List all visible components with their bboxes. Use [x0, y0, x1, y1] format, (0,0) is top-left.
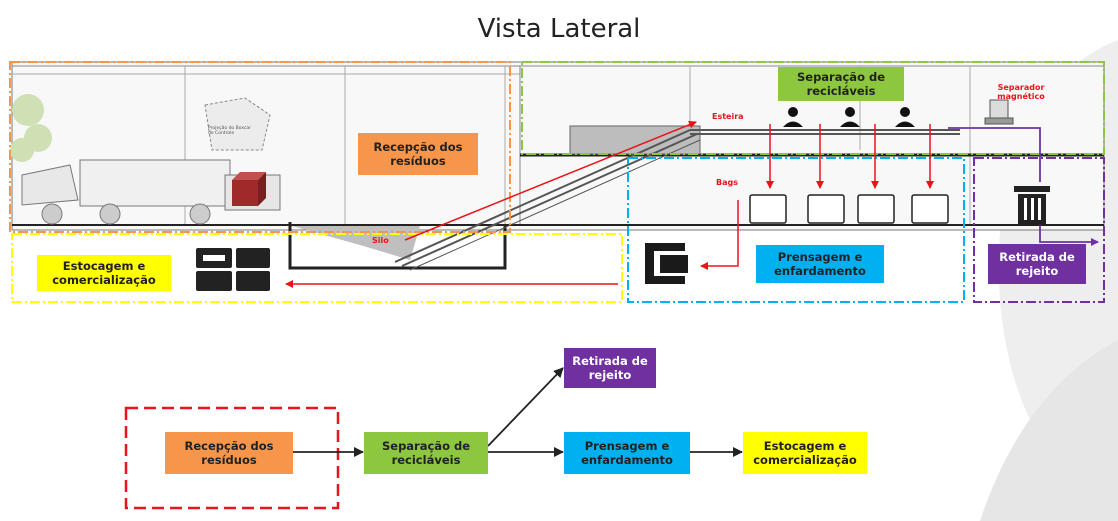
separador-label: Separador magnético	[997, 83, 1045, 101]
bags-label: Bags	[716, 178, 738, 187]
recepcao-label: Recepção dos resíduos	[358, 133, 478, 175]
flow-separacao-box: Separação de recicláveis	[364, 432, 488, 474]
prensagem-label: Prensagem e enfardamento	[756, 245, 884, 283]
esteira-label: Esteira	[712, 112, 744, 121]
red-flow-arrows	[285, 120, 934, 288]
workers	[783, 107, 915, 127]
page-title: Vista Lateral	[477, 14, 641, 44]
estocagem-label: Estocagem e comercialização	[37, 255, 171, 291]
separacao-label: Separação de recicláveis	[778, 67, 904, 101]
bale-stack	[196, 248, 270, 291]
zone-estocagem	[11, 233, 623, 303]
zone-recepcao	[9, 61, 511, 233]
bags	[749, 194, 949, 224]
recepcao-highlight-box	[124, 406, 340, 510]
zone-separacao	[521, 61, 1105, 155]
purple-reject-path	[948, 127, 1099, 246]
press-machine	[645, 243, 688, 284]
flow-arrows	[293, 367, 743, 457]
conveyor	[394, 129, 960, 271]
zone-prensagem	[627, 157, 965, 303]
silo-label: Silo	[372, 236, 389, 245]
flow-prensagem-box: Prensagem e enfardamento	[564, 432, 690, 474]
control-booth	[204, 97, 271, 151]
zone-retirada	[973, 157, 1105, 303]
background-swoosh-2	[980, 340, 1118, 521]
flow-recepcao-box: Recepção dos resíduos	[165, 432, 293, 474]
flow-estocagem-box: Estocagem e comercialização	[743, 432, 867, 474]
magnetic-separator	[984, 99, 1014, 125]
flow-retirada-box: Retirada de rejeito	[564, 348, 656, 388]
trash-bin	[1014, 186, 1050, 224]
retirada-label: Retirada de rejeito	[988, 244, 1086, 284]
cargo-box	[232, 172, 266, 206]
booth-note: Projeção do Boxcar de Controle	[208, 126, 251, 136]
trees-decoration	[10, 94, 52, 162]
